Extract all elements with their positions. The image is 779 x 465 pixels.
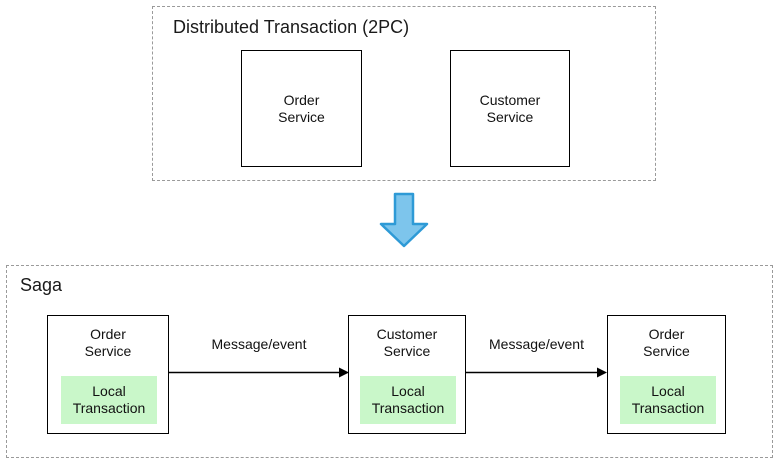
arrow-right-icon xyxy=(169,367,349,378)
group-saga xyxy=(6,265,773,458)
box-order-service-saga-2-label: Order Service xyxy=(643,326,690,359)
box-customer-service-saga[interactable]: Customer Service Local Transaction xyxy=(348,315,466,434)
box-customer-service-saga-label: Customer Service xyxy=(376,326,438,359)
connector-2-label: Message/event xyxy=(489,336,584,352)
box-order-service-saga-1-label: Order Service xyxy=(84,326,132,359)
group-distributed-transaction xyxy=(152,6,656,181)
connector-2 xyxy=(466,366,607,379)
box-order-service-2pc-label: Order Service xyxy=(278,91,325,125)
arrow-right-icon xyxy=(466,367,607,378)
group-saga-title: Saga xyxy=(20,275,63,295)
connector-1-label: Message/event xyxy=(211,336,307,352)
box-order-service-2pc[interactable]: Order Service xyxy=(241,50,362,167)
box-customer-service-2pc[interactable]: Customer Service xyxy=(450,50,570,167)
box-order-service-saga-1[interactable]: Order Service Local Transaction xyxy=(47,315,169,434)
box-customer-service-2pc-label: Customer Service xyxy=(479,91,541,125)
arrow-down-icon xyxy=(379,192,429,248)
local-transaction-chip-2: Local Transaction xyxy=(360,376,456,424)
local-transaction-chip-1: Local Transaction xyxy=(61,376,157,424)
group-distributed-transaction-title: Distributed Transaction (2PC) xyxy=(173,17,410,37)
connector-1 xyxy=(169,366,349,379)
transition-arrow xyxy=(378,192,430,249)
box-order-service-saga-2[interactable]: Order Service Local Transaction xyxy=(607,315,726,434)
local-transaction-chip-3: Local Transaction xyxy=(620,376,716,424)
